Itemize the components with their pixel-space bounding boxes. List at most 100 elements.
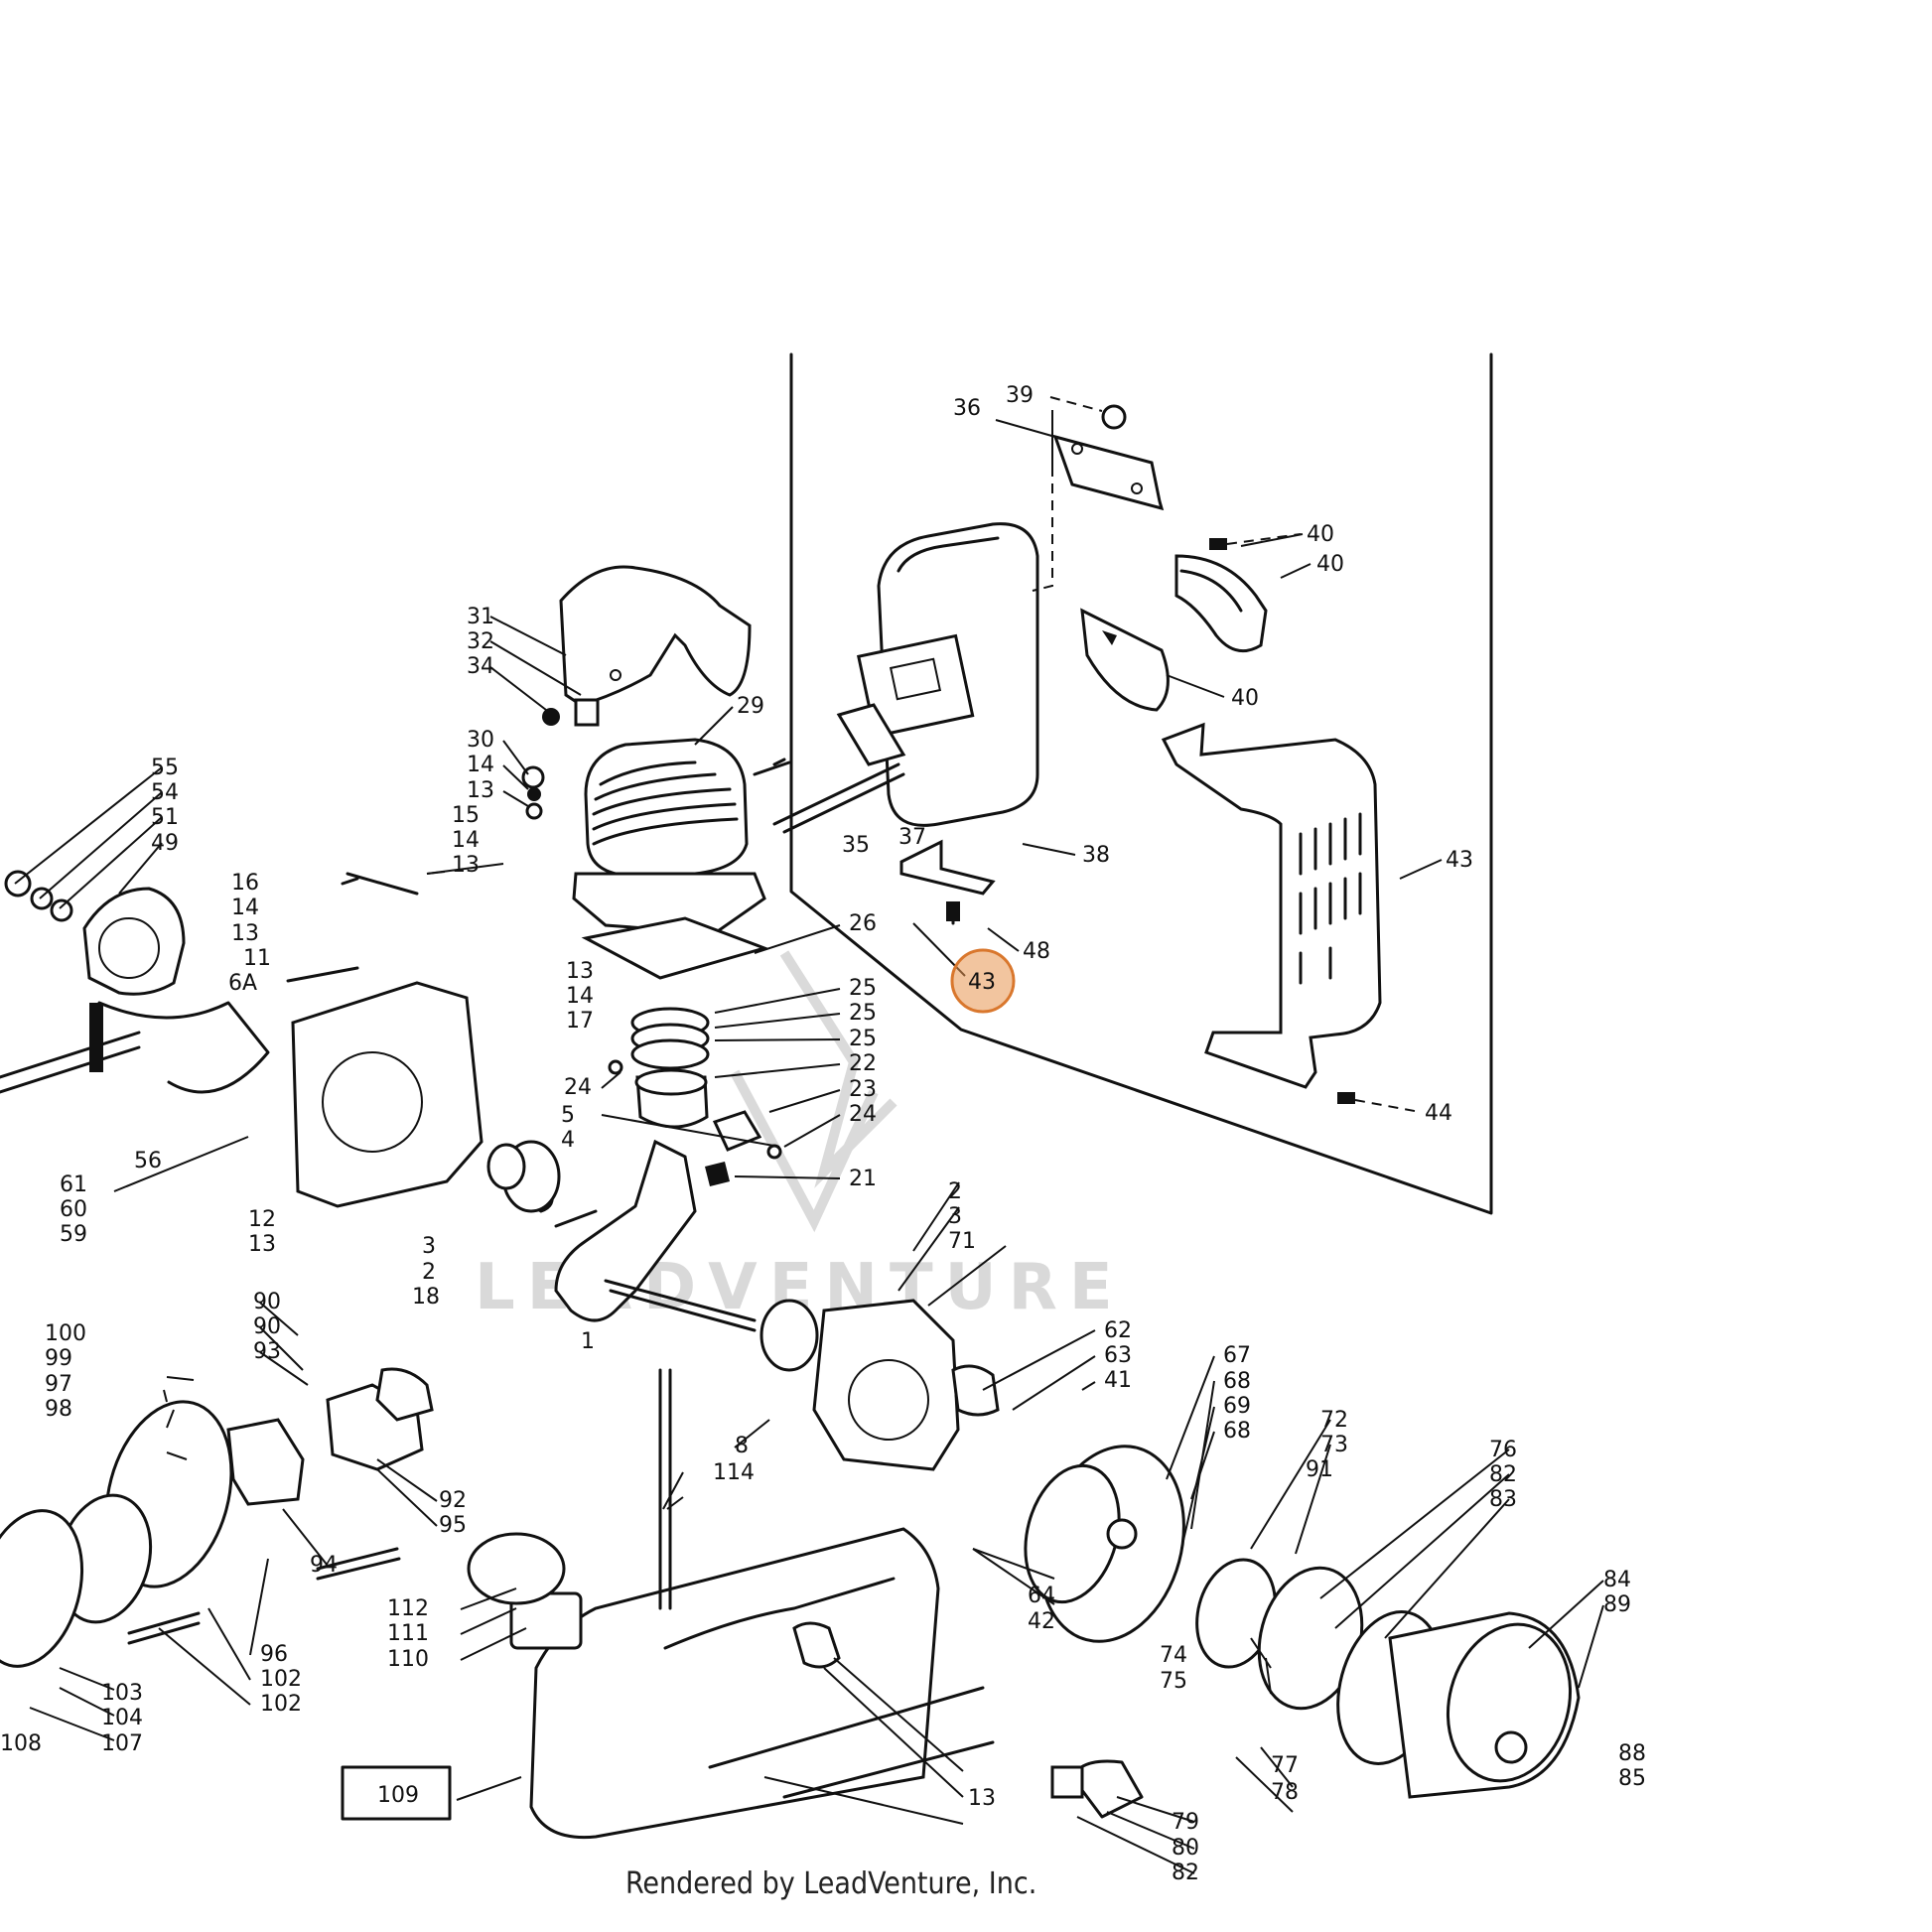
- callout-40[interactable]: 42: [1028, 1609, 1055, 1634]
- callout-40[interactable]: 40: [1307, 522, 1334, 547]
- callout-68[interactable]: 72: [1320, 1408, 1348, 1433]
- callout-29[interactable]: 31: [467, 605, 494, 629]
- callout-25[interactable]: 25: [849, 1027, 877, 1051]
- callout-75[interactable]: 78: [1271, 1780, 1299, 1805]
- callout-14[interactable]: 14: [452, 828, 480, 853]
- callout-61[interactable]: 64: [1028, 1584, 1055, 1608]
- callout-6a[interactable]: 6A: [228, 971, 257, 996]
- callout-102[interactable]: 103: [101, 1681, 143, 1706]
- callout-17[interactable]: 17: [566, 1009, 594, 1034]
- callout-4[interactable]: 4: [561, 1128, 575, 1153]
- callout-80[interactable]: 83: [1489, 1487, 1517, 1512]
- callout-100[interactable]: 102: [260, 1692, 302, 1717]
- callout-76[interactable]: 79: [1172, 1810, 1199, 1835]
- callout-107[interactable]: 109: [377, 1783, 419, 1808]
- callout-60[interactable]: 63: [1104, 1343, 1132, 1368]
- callout-23[interactable]: 23: [849, 1077, 877, 1102]
- callout-44[interactable]: 48: [1023, 939, 1050, 964]
- callout-73[interactable]: 76: [1489, 1438, 1517, 1462]
- callout-79[interactable]: 82: [1489, 1462, 1517, 1487]
- callout-3[interactable]: 3: [948, 1204, 962, 1229]
- callout-14[interactable]: 14: [566, 984, 594, 1009]
- callout-13[interactable]: 13: [968, 1786, 996, 1811]
- callout-63[interactable]: 68: [1223, 1369, 1251, 1394]
- callout-28[interactable]: 30: [467, 728, 494, 753]
- callout-32[interactable]: 35: [842, 833, 870, 858]
- callout-74[interactable]: 77: [1271, 1753, 1299, 1778]
- callout-5[interactable]: 5: [561, 1103, 575, 1128]
- callout-110[interactable]: 112: [387, 1596, 429, 1621]
- callout-13[interactable]: 13: [231, 921, 259, 946]
- callout-13[interactable]: 13: [452, 853, 480, 878]
- callout-22[interactable]: 22: [849, 1051, 877, 1076]
- callout-108[interactable]: 110: [387, 1647, 429, 1672]
- callout-13[interactable]: 13: [467, 778, 494, 803]
- callout-95[interactable]: 97: [45, 1372, 72, 1397]
- callout-96[interactable]: 98: [45, 1397, 72, 1422]
- callout-56[interactable]: 61: [60, 1173, 87, 1197]
- callout-72[interactable]: 75: [1160, 1669, 1187, 1694]
- callout-91[interactable]: 93: [253, 1339, 281, 1364]
- callout-42[interactable]: 44: [1425, 1101, 1452, 1126]
- callout-7[interactable]: 8: [735, 1434, 749, 1458]
- callout-64[interactable]: 68: [1223, 1419, 1251, 1444]
- callout-8[interactable]: 11: [243, 946, 271, 971]
- callout-24[interactable]: 24: [849, 1102, 877, 1127]
- callout-88[interactable]: 90: [253, 1290, 281, 1314]
- callout-45[interactable]: 49: [151, 831, 179, 856]
- callout-3[interactable]: 3: [422, 1234, 436, 1259]
- callout-27[interactable]: 29: [737, 694, 764, 719]
- callout-25[interactable]: 25: [849, 976, 877, 1001]
- callout-85[interactable]: 89: [1603, 1592, 1631, 1617]
- callout-90[interactable]: 92: [439, 1488, 467, 1513]
- callout-51[interactable]: 56: [134, 1149, 162, 1173]
- callout-36[interactable]: 38: [1082, 843, 1110, 868]
- callout-38[interactable]: 40: [1231, 686, 1259, 711]
- callout-25[interactable]: 25: [849, 1001, 877, 1026]
- callout-18[interactable]: 18: [412, 1285, 440, 1310]
- callout-39[interactable]: 40: [1316, 552, 1344, 577]
- callout-62[interactable]: 67: [1223, 1343, 1251, 1368]
- callout-21[interactable]: 21: [849, 1167, 877, 1191]
- callout-48[interactable]: 54: [151, 780, 179, 805]
- callout-78[interactable]: 82: [1172, 1861, 1199, 1885]
- callout-24[interactable]: 24: [564, 1075, 592, 1100]
- callout-35[interactable]: 37: [898, 825, 926, 850]
- callout-82[interactable]: 84: [1603, 1568, 1631, 1592]
- callout-34[interactable]: 36: [953, 396, 981, 421]
- callout-11[interactable]: 12: [248, 1207, 276, 1232]
- callout-31[interactable]: 34: [467, 654, 494, 679]
- callout-47[interactable]: 51: [151, 805, 179, 830]
- callout-37[interactable]: 39: [1006, 383, 1034, 408]
- callout-94[interactable]: 96: [260, 1642, 288, 1667]
- callout-93[interactable]: 95: [439, 1513, 467, 1538]
- callout-26[interactable]: 26: [849, 911, 877, 936]
- callout-92[interactable]: 94: [310, 1553, 338, 1578]
- callout-67[interactable]: 69: [1223, 1394, 1251, 1419]
- callout-89[interactable]: 90: [253, 1314, 281, 1339]
- callout-16[interactable]: 16: [231, 871, 259, 896]
- callout-98[interactable]: 100: [45, 1321, 86, 1346]
- callout-41[interactable]: 43: [1446, 848, 1473, 873]
- callout-84[interactable]: 88: [1618, 1741, 1646, 1766]
- callout-43[interactable]: 43: [968, 970, 996, 995]
- highlighted-callout-43[interactable]: 43: [950, 948, 1016, 1014]
- callout-99[interactable]: 102: [260, 1667, 302, 1692]
- callout-55[interactable]: 60: [60, 1197, 87, 1222]
- callout-90[interactable]: 91: [1306, 1457, 1333, 1482]
- callout-104[interactable]: 108: [0, 1731, 42, 1756]
- callout-14[interactable]: 14: [231, 896, 259, 920]
- callout-12[interactable]: 13: [248, 1232, 276, 1257]
- callout-13[interactable]: 13: [566, 959, 594, 984]
- callout-69[interactable]: 73: [1320, 1433, 1348, 1457]
- callout-1[interactable]: 1: [581, 1329, 595, 1354]
- callout-30[interactable]: 32: [467, 629, 494, 654]
- callout-97[interactable]: 99: [45, 1346, 72, 1371]
- callout-2[interactable]: 2: [948, 1179, 962, 1204]
- callout-40[interactable]: 41: [1104, 1368, 1132, 1393]
- callout-111[interactable]: 114: [713, 1460, 755, 1485]
- callout-71[interactable]: 74: [1160, 1643, 1187, 1668]
- callout-59[interactable]: 62: [1104, 1318, 1132, 1343]
- callout-109[interactable]: 111: [387, 1621, 429, 1646]
- callout-2[interactable]: 2: [422, 1260, 436, 1285]
